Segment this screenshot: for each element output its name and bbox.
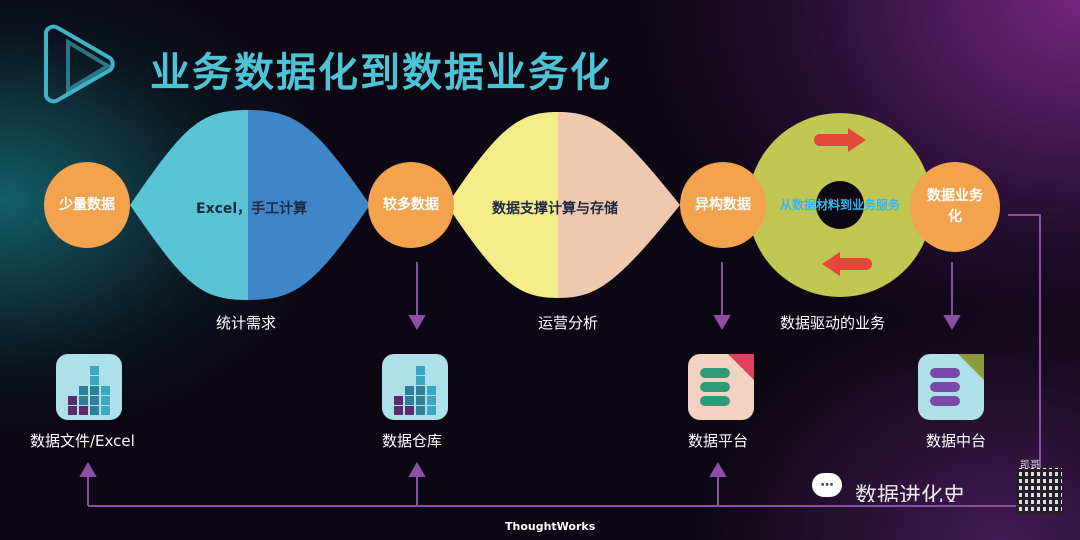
- tile-label-4: 数据中台: [926, 432, 987, 450]
- down-arrow-icon: [943, 262, 961, 330]
- watermark-text: 数据进化史: [855, 484, 966, 502]
- stage-circle-2: 较多数据: [368, 162, 454, 248]
- transition-text-3: 从数据材料到业务服务: [779, 198, 900, 212]
- phase-label-1: 统计需求: [216, 314, 277, 332]
- footer-logo: ThoughtWorks: [505, 520, 596, 533]
- stage-circle-1: 少量数据: [44, 162, 130, 248]
- bar-chart-icon: [56, 354, 122, 420]
- transition-lens-1: [130, 110, 370, 300]
- down-arrow-icon: [713, 262, 731, 330]
- stack-icon: [688, 354, 754, 420]
- transition-lens-2: [447, 112, 680, 298]
- up-arrow-icon: [408, 462, 426, 506]
- qr-label: 凯哥: [1020, 460, 1040, 471]
- tile-label-3: 数据平台: [688, 432, 749, 450]
- qr-code-icon: [1016, 468, 1062, 514]
- feedback-loop-line: [88, 214, 1041, 507]
- up-arrow-icon: [709, 462, 727, 506]
- play-logo-icon: [44, 24, 115, 104]
- bar-chart-icon: [382, 354, 448, 420]
- stage-label: 异构数据: [695, 196, 751, 213]
- transition-ring: [748, 113, 932, 297]
- stage-circle-3: 异构数据: [680, 162, 766, 248]
- transition-text-1: Excel，手工计算: [196, 201, 308, 217]
- stage-circle-4: 数据业务化: [910, 162, 1000, 252]
- phase-label-3: 数据驱动的业务: [780, 314, 886, 332]
- red-arrow-right-icon: [814, 128, 866, 152]
- page-title: 业务数据化到数据业务化: [150, 50, 612, 96]
- stage-label: 少量数据: [59, 196, 115, 213]
- stack-icon: [918, 354, 984, 420]
- down-arrow-icon: [408, 262, 426, 330]
- tile-label-1: 数据文件/Excel: [30, 432, 135, 450]
- red-arrow-left-icon: [822, 252, 872, 276]
- transition-text-2: 数据支撑计算与存储: [492, 201, 618, 217]
- phase-label-2: 运营分析: [538, 314, 599, 332]
- wechat-icon: ⋯: [812, 473, 842, 497]
- stage-label: 较多数据: [383, 196, 439, 213]
- tile-label-2: 数据仓库: [382, 432, 443, 450]
- stage-label: 数据业务化: [927, 188, 983, 225]
- up-arrow-icon: [79, 462, 97, 506]
